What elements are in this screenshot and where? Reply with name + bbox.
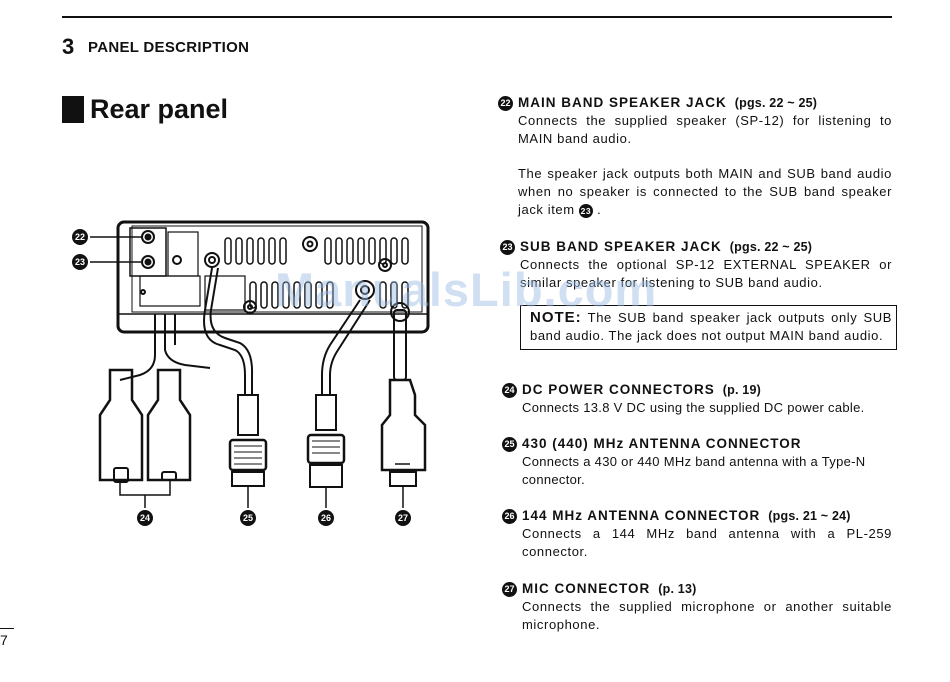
item-body: Connects the supplied speaker (SP-12) fo…	[518, 113, 892, 146]
item-body: Connects a 144 MHz band antenna with a P…	[522, 526, 892, 559]
item-title: SUB BAND SPEAKER JACK	[520, 239, 722, 254]
item-body: Connects a 430 or 440 MHz band antenna w…	[522, 454, 866, 487]
item-body: Connects the optional SP-12 EXTERNAL SPE…	[520, 257, 892, 290]
item-430-antenna-connector: 25 430 (440) MHz ANTENNA CONNECTOR Conne…	[502, 435, 892, 489]
item-body-2: The speaker jack outputs both MAIN and S…	[518, 166, 892, 218]
n-connector-icon	[237, 394, 259, 436]
callout-23	[72, 254, 88, 270]
item-title: MAIN BAND SPEAKER JACK	[518, 95, 727, 110]
callout-26	[318, 510, 334, 526]
section-marker-icon	[62, 96, 84, 123]
item-title: DC POWER CONNECTORS	[522, 382, 715, 397]
item-mic-connector: 27 MIC CONNECTOR (p. 13) Connects the su…	[502, 580, 892, 634]
item-144-antenna-connector: 26 144 MHz ANTENNA CONNECTOR (pgs. 21 ~ …	[502, 507, 892, 561]
section-heading: Rear panel	[62, 94, 228, 125]
note-label: NOTE:	[530, 309, 582, 326]
pl259-connector-icon	[315, 394, 337, 431]
item-number-badge: 27	[502, 581, 517, 597]
item-number-badge: 24	[502, 382, 517, 398]
callout-25-label: 25	[243, 513, 253, 523]
item-body: Connects the supplied microphone or anot…	[522, 599, 892, 632]
item-number-badge: 22	[498, 95, 513, 111]
item-main-speaker-jack: 22 MAIN BAND SPEAKER JACK (pgs. 22 ~ 25)…	[498, 94, 892, 219]
section-title: Rear panel	[90, 94, 229, 124]
callout-27-label: 27	[398, 513, 408, 523]
item-title: 430 (440) MHz ANTENNA CONNECTOR	[522, 436, 802, 451]
item-pages: (pgs. 22 ~ 25)	[729, 240, 813, 254]
callout-22	[72, 229, 88, 245]
chapter-title: PANEL DESCRIPTION	[88, 39, 250, 56]
item-title: 144 MHz ANTENNA CONNECTOR	[522, 508, 761, 523]
item-number-badge: 25	[502, 436, 517, 452]
callout-24	[137, 510, 153, 526]
item-dc-power-connectors: 24 DC POWER CONNECTORS (p. 19) Connects …	[502, 381, 892, 417]
callout-22-label: 22	[75, 232, 85, 242]
dc-plug-left	[98, 368, 144, 482]
mic-jack-icon	[204, 252, 220, 268]
dc-plug-right	[146, 368, 192, 482]
rear-panel-diagram: 22 23 24 25 26 27	[72, 220, 430, 526]
item-pages: (pgs. 21 ~ 24)	[768, 509, 851, 523]
item-title: MIC CONNECTOR	[522, 581, 651, 596]
item-pages: (p. 13)	[658, 582, 697, 596]
item-pages: (p. 19)	[722, 383, 761, 397]
callout-27	[395, 510, 411, 526]
page-number-rule	[0, 628, 14, 629]
chassis-outline	[116, 220, 430, 334]
item-body: Connects 13.8 V DC using the supplied DC…	[522, 400, 865, 415]
item-pages: (pgs. 22 ~ 25)	[734, 96, 818, 110]
callout-26-label: 26	[321, 513, 331, 523]
note-box: NOTE:The SUB band speaker jack outputs o…	[520, 305, 897, 350]
header-rule	[62, 16, 892, 18]
watermark: ManualsLib.com	[275, 263, 658, 316]
item-sub-speaker-jack: 23 SUB BAND SPEAKER JACK (pgs. 22 ~ 25) …	[500, 238, 892, 292]
item-ref-badge: 23	[578, 203, 593, 218]
callout-23-label: 23	[75, 257, 85, 267]
mic-connector-icon	[380, 378, 427, 472]
chapter-number: 3	[62, 34, 75, 59]
callout-24-label: 24	[140, 513, 150, 523]
page-number: 7	[0, 632, 8, 648]
item-number-badge: 26	[502, 508, 517, 524]
callout-25	[240, 510, 256, 526]
note-text: The SUB band speaker jack outputs only S…	[530, 310, 892, 343]
item-number-badge: 23	[500, 239, 515, 255]
